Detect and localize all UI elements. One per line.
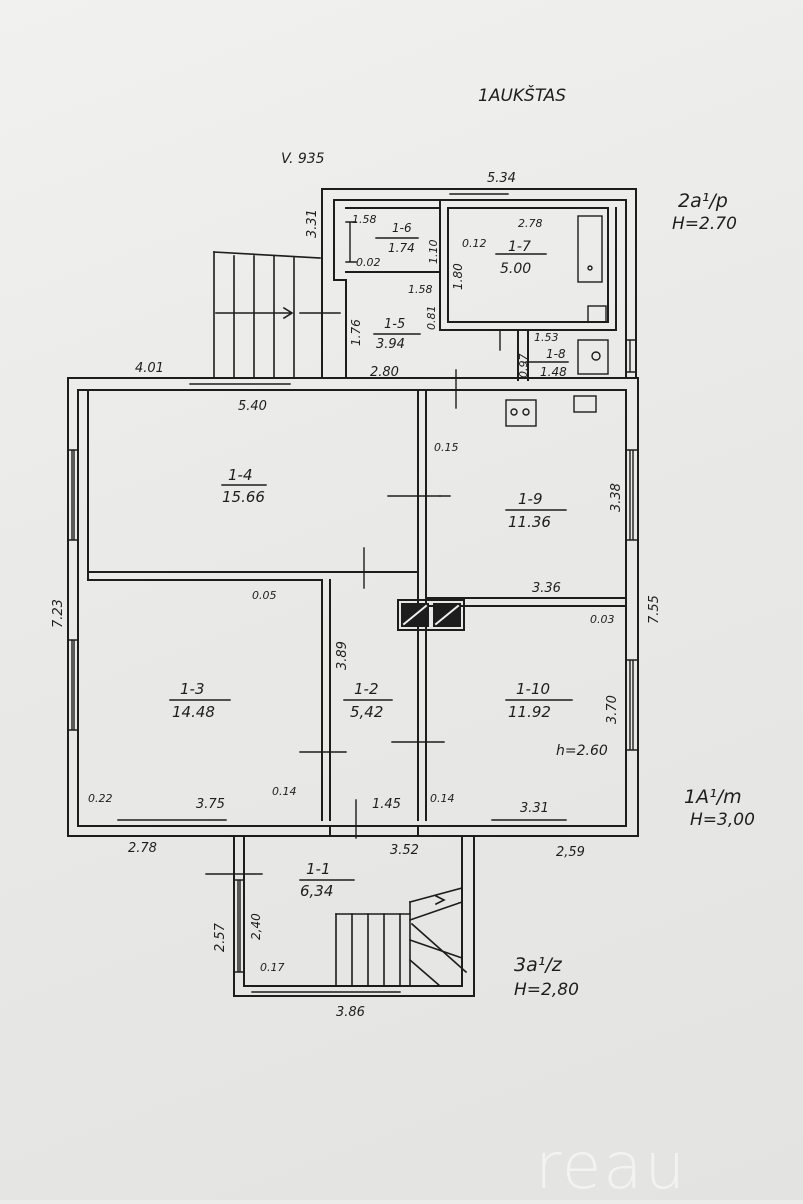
room-id-1-7: 1-7	[508, 239, 531, 255]
room-area-1-5: 3.94	[376, 337, 405, 352]
north-mark: V. 935	[281, 151, 325, 167]
annex-walls	[321, 188, 637, 381]
dim-3-38: 3.38	[609, 483, 624, 512]
dim-2-40: 2,40	[249, 913, 263, 940]
room-id-1-4: 1-4	[228, 466, 253, 484]
wall-note-main-code: 1A¹/m	[684, 786, 742, 808]
outer-walls	[67, 377, 639, 837]
dim-3-86: 3.86	[336, 1005, 365, 1020]
room-area-1-10: 11.92	[508, 703, 551, 721]
dim-0-17: 0.17	[260, 961, 285, 974]
dim-top-annex: 5.34	[487, 171, 516, 186]
dim-2-78: 2.78	[128, 841, 157, 856]
dim-0-14-right: 0.14	[430, 792, 455, 805]
dim-3-31: 3.31	[305, 209, 320, 238]
room-area-1-9: 11.36	[508, 513, 551, 531]
room-area-1-6: 1.74	[388, 241, 415, 255]
dim-3-36: 3.36	[532, 581, 561, 596]
wall-note-entrance-code: 3a¹/z	[514, 954, 562, 976]
dim-1-45: 1.45	[372, 797, 401, 812]
room-id-1-10: 1-10	[516, 680, 551, 698]
dim-0-22: 0.22	[88, 792, 113, 805]
stair-entrance	[335, 887, 468, 988]
dim-3-70: 3.70	[605, 695, 620, 724]
interior-walls	[87, 389, 627, 821]
room-id-1-3: 1-3	[180, 680, 205, 698]
dim-0-97: 0.97	[517, 353, 530, 379]
ceiling-height: h=2.60	[556, 743, 608, 759]
dim-2-57: 2.57	[213, 923, 228, 952]
room-area-1-3: 14.48	[172, 703, 215, 721]
dim-3-75: 3.75	[196, 797, 225, 812]
dim-1-10: 1.10	[427, 239, 440, 265]
dim-0-14-left: 0.14	[272, 785, 297, 798]
dim-7-23: 7.23	[51, 599, 66, 628]
dim-0-05: 0.05	[252, 589, 277, 602]
room-area-1-7: 5.00	[500, 261, 532, 277]
dim-7-55: 7.55	[647, 595, 662, 624]
dim-0-12: 0.12	[462, 237, 487, 250]
door-marks	[205, 312, 509, 875]
wall-note-entrance-height: H=2,80	[514, 980, 579, 1000]
dim-0-02: 0.02	[356, 256, 381, 269]
room-label-lines	[169, 237, 573, 881]
room-id-1-1: 1-1	[306, 860, 331, 878]
dim-1-76: 1.76	[349, 319, 363, 346]
room-area-1-8: 1.48	[540, 365, 567, 379]
dim-3-52: 3.52	[390, 843, 419, 858]
wall-note-annex-height: H=2.70	[672, 214, 737, 234]
dim-0-03: 0.03	[590, 613, 615, 626]
dim-0-81: 0.81	[425, 305, 438, 331]
room-area-1-4: 15.66	[222, 488, 265, 506]
watermark-logo: reau	[535, 1130, 688, 1204]
dim-1-6-width: 1.58	[352, 213, 377, 226]
windows	[67, 188, 639, 993]
wall-note-annex-code: 2a¹/p	[678, 190, 728, 212]
dim-3-31-bottom: 3.31	[520, 801, 549, 816]
room-id-1-6: 1-6	[392, 221, 412, 235]
room-id-1-8: 1-8	[546, 347, 566, 361]
dim-4-01: 4.01	[135, 361, 164, 376]
fixtures	[505, 215, 609, 427]
wall-note-main-height: H=3,00	[690, 810, 755, 830]
dim-2-80: 2.80	[370, 365, 399, 380]
dim-1-80: 1.80	[451, 263, 465, 290]
dim-2-59: 2,59	[556, 845, 585, 860]
stair-outside	[213, 251, 321, 379]
dim-5-40: 5.40	[238, 399, 267, 414]
dim-1-53: 1.53	[534, 331, 559, 344]
dim-1-7-width: 2.78	[518, 217, 543, 230]
dim-0-15: 0.15	[434, 441, 459, 454]
plan-title: 1AUKŠTAS	[478, 86, 567, 106]
room-area-1-1: 6,34	[300, 882, 334, 900]
dim-3-89: 3.89	[335, 641, 350, 670]
room-id-1-9: 1-9	[518, 490, 543, 508]
dim-1-58: 1.58	[408, 283, 433, 296]
room-id-1-2: 1-2	[354, 680, 379, 698]
room-id-1-5: 1-5	[384, 317, 406, 332]
room-area-1-2: 5,42	[350, 703, 384, 721]
chimney	[397, 599, 465, 631]
